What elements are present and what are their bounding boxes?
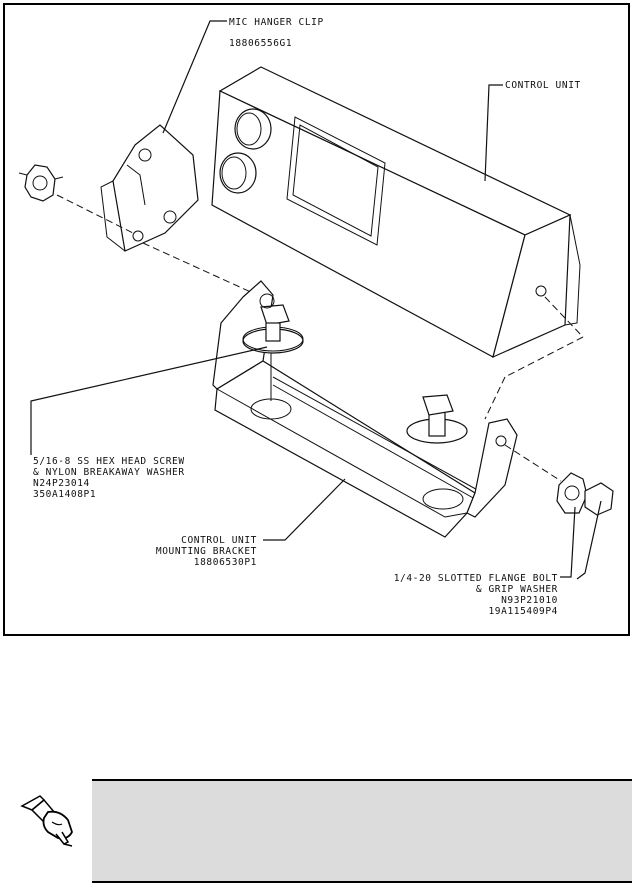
control-unit-label: CONTROL UNIT [505,80,581,91]
bracket-label-line-2: MOUNTING BRACKET [156,546,257,557]
mic-clip-label: MIC HANGER CLIP [229,17,324,28]
mic-hanger-clip-drawing [101,125,198,251]
bolt-label-line-2: & GRIP WASHER [476,584,558,595]
bolt-label-line-4: 19A115409P4 [488,606,558,617]
bracket-label-line-3: 18806530P1 [194,557,257,568]
screw-label-line-2: & NYLON BREAKAWAY WASHER [33,467,185,478]
note-box [92,779,632,883]
left-grip-washer-drawing [19,165,63,201]
screw-label-line-3: N24P23014 [33,478,90,489]
screw-label-line-4: 350A1408P1 [33,489,96,500]
bolt-label-line-1: 1/4-20 SLOTTED FLANGE BOLT [394,573,558,584]
mic-clip-part-number: 18806556G1 [229,38,292,49]
right-flange-bolt-drawing [557,473,613,515]
exploded-mounting-diagram: MIC HANGER CLIP 18806556G1 CONTROL UNIT … [5,5,628,634]
bracket-label-line-1: CONTROL UNIT [181,535,257,546]
right-hex-screw-drawing [407,395,467,443]
pencil-hand-icon [18,792,82,848]
figure-frame: MIC HANGER CLIP 18806556G1 CONTROL UNIT … [3,3,630,636]
screw-label-line-1: 5/16-8 SS HEX HEAD SCREW [33,456,185,467]
bolt-label-line-3: N93P21010 [501,595,558,606]
